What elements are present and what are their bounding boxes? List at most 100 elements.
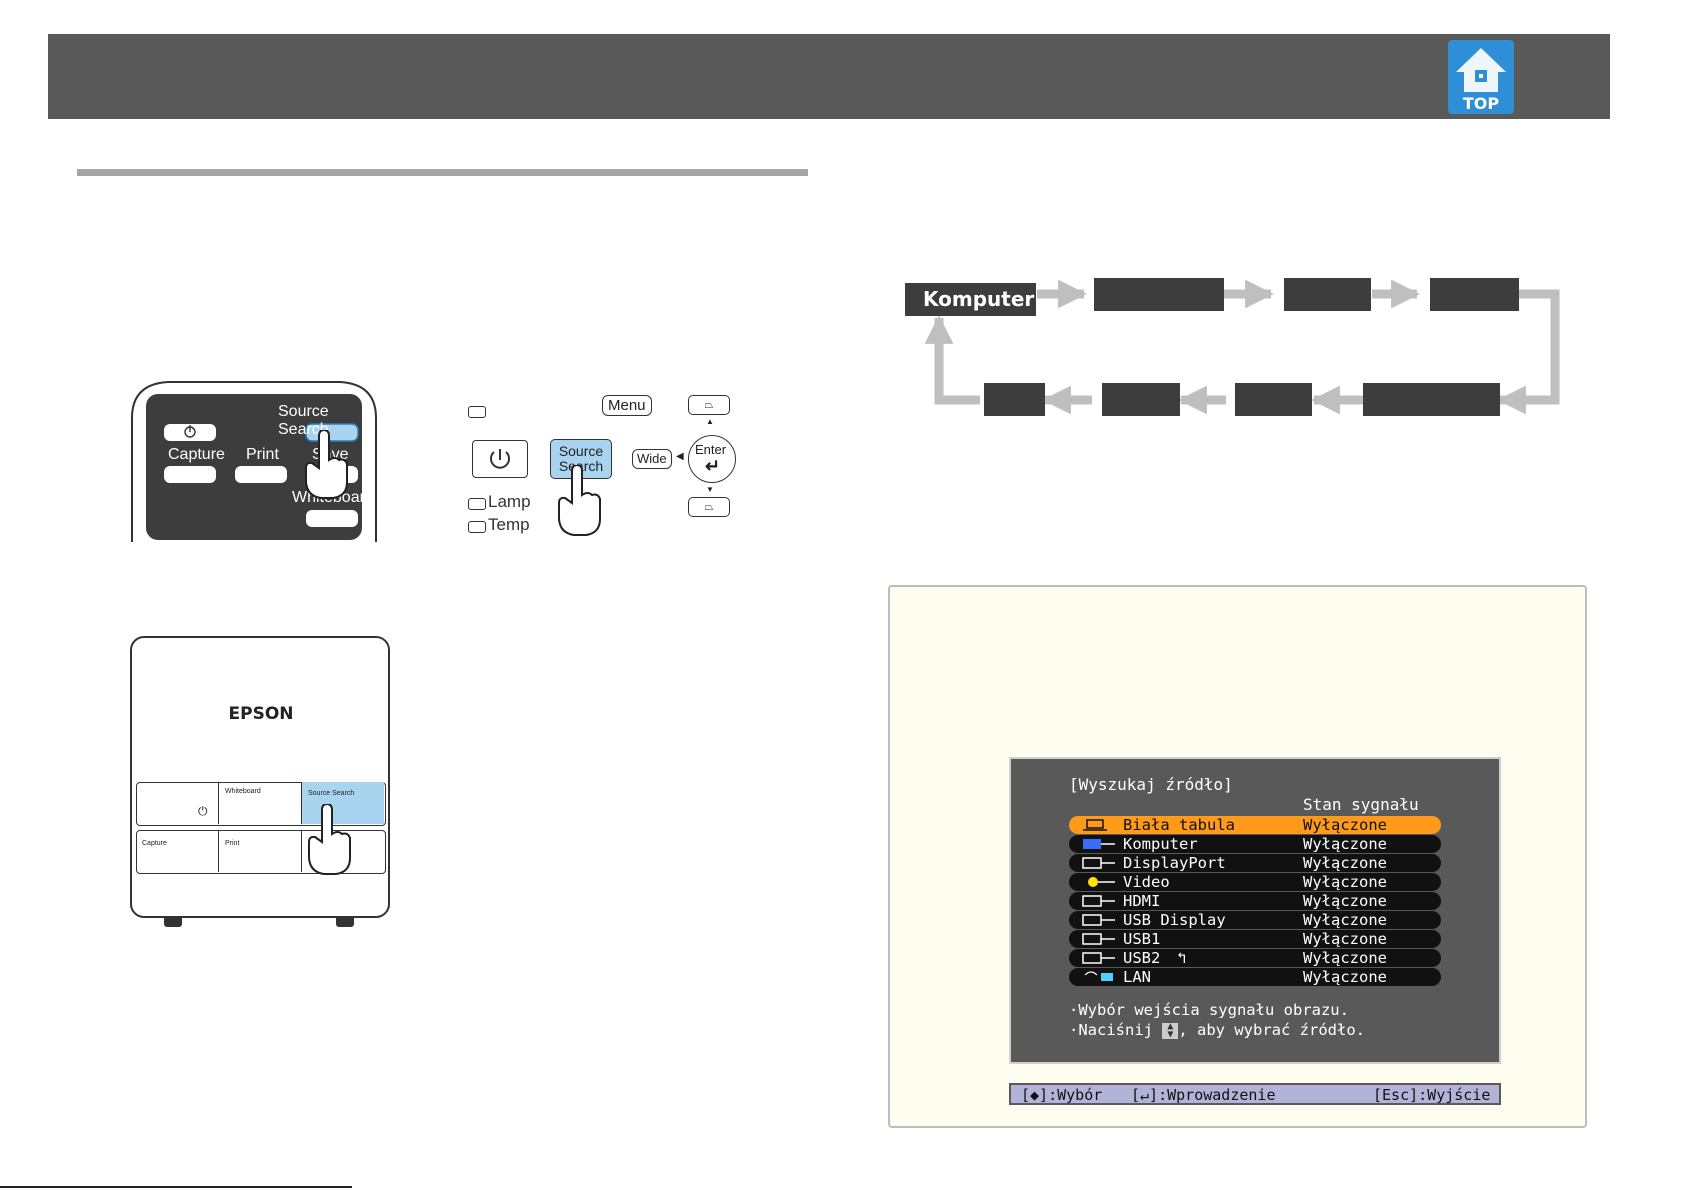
help-line-2: ·Naciśnij ▲▼, aby wybrać źródło.: [1069, 1021, 1365, 1039]
help-line-1: ·Wybór wejścia sygnału obrazu.: [1069, 1001, 1349, 1019]
source-status: Wyłączone: [1303, 949, 1387, 967]
screen-title: [Wyszukaj źródło]: [1069, 775, 1233, 794]
flow-node-3: [1284, 278, 1371, 311]
up-arrow-icon: ▲: [706, 417, 714, 426]
pad-capture-label: Capture: [142, 840, 167, 847]
source-status: Wyłączone: [1303, 873, 1387, 891]
down-arrow-icon: ▼: [706, 485, 714, 494]
remote-print-label: Print: [246, 446, 279, 463]
top-link-button[interactable]: TOP: [1448, 40, 1514, 114]
menu-button[interactable]: Menu: [602, 395, 652, 416]
pad-print-label: Print: [225, 840, 240, 847]
control-panel-figure: Menu Source Search Wide ◀ Enter ↵ ⏢ ▲ ▼ …: [456, 385, 736, 545]
remote-capture-label: Capture: [168, 446, 225, 463]
source-status: Wyłączone: [1303, 968, 1387, 986]
source-row-hdmi[interactable]: HDMI Wyłączone: [1069, 892, 1441, 910]
lamp-indicator: [468, 498, 486, 510]
power-icon: ⏻: [198, 804, 208, 818]
house-icon: [1456, 48, 1506, 92]
enter-button[interactable]: Enter ↵: [688, 435, 736, 483]
enter-label: Enter: [695, 442, 727, 457]
source-name: Video: [1123, 873, 1170, 891]
source-status: Wyłączone: [1303, 835, 1387, 853]
enter-arrow-icon: ↵: [705, 456, 721, 476]
remote-body-graphic: [131, 381, 377, 542]
usb-port-icon: [1082, 952, 1115, 964]
source-name: LAN: [1123, 968, 1151, 986]
flow-node-2: [1094, 278, 1224, 311]
source-name: DisplayPort: [1123, 854, 1226, 872]
pad-power-key[interactable]: ⏻: [136, 782, 219, 824]
pad-source-search-key[interactable]: Source Search: [302, 782, 384, 824]
source-name: HDMI: [1123, 892, 1161, 910]
hdmi-port-icon: [1082, 895, 1115, 907]
status-exit: [Esc]:Wyjście: [1373, 1086, 1491, 1104]
screen-status-bar: [◆]:Wybór [↵]:Wprowadzenie [Esc]:Wyjście: [1009, 1083, 1501, 1105]
page-header-bar: [48, 34, 1610, 119]
lamp-indicator-top: [468, 406, 486, 418]
source-name: Komputer: [1123, 835, 1198, 853]
source-row-lan[interactable]: LAN Wyłączone: [1069, 968, 1441, 986]
flow-node-7: [1102, 383, 1180, 416]
pad-print-key[interactable]: Print: [219, 830, 302, 872]
footer-rule: [0, 1186, 352, 1188]
control-pad-figure: EPSON ⏻ Whiteboard Source Search Capture…: [130, 636, 392, 932]
signal-status-header: Stan sygnału: [1303, 795, 1419, 814]
usb-port-icon: [1082, 933, 1115, 945]
keystone-down-button[interactable]: ⏢: [688, 497, 730, 517]
flow-node-6: [1235, 383, 1312, 416]
pad-whiteboard-key[interactable]: Whiteboard: [219, 782, 302, 824]
source-name: USB Display: [1123, 911, 1226, 929]
source-row-whiteboard[interactable]: Biała tabula Wyłączone: [1069, 816, 1441, 834]
help-line-2-suffix: , aby wybrać źródło.: [1178, 1021, 1365, 1039]
pad-whiteboard-label: Whiteboard: [225, 788, 261, 795]
source-status: Wyłączone: [1303, 892, 1387, 910]
up-down-arrows-icon: ▲▼: [1162, 1021, 1179, 1039]
whiteboard-icon: [1083, 819, 1107, 831]
status-select: [◆]:Wybór: [1021, 1086, 1103, 1104]
status-enter: [↵]:Wprowadzenie: [1131, 1086, 1276, 1104]
power-icon: [490, 449, 510, 469]
source-row-video[interactable]: Video Wyłączone: [1069, 873, 1441, 891]
source-name: Biała tabula: [1123, 816, 1235, 834]
control-pad-body: [130, 636, 390, 918]
source-row-komputer[interactable]: Komputer Wyłączone: [1069, 835, 1441, 853]
displayport-icon: [1082, 857, 1115, 869]
pad-foot-left: [164, 918, 182, 927]
hand-pointer-icon: [305, 430, 348, 499]
help-line-2-prefix: ·Naciśnij: [1069, 1021, 1153, 1039]
pad-row-bottom: [136, 830, 386, 874]
source-row-usb2[interactable]: USB2 ↰ Wyłączone: [1069, 949, 1441, 967]
pad-capture-key[interactable]: Capture: [136, 830, 219, 872]
top-label: TOP: [1462, 94, 1500, 113]
device-connected-icon: ↰: [1177, 949, 1187, 967]
hand-pointer-icon: [558, 465, 601, 536]
source-row-usb1[interactable]: USB1 Wyłączone: [1069, 930, 1441, 948]
lamp-label: Lamp: [488, 492, 531, 511]
source-status: Wyłączone: [1303, 854, 1387, 872]
epson-logo: EPSON: [228, 704, 294, 724]
source-name: USB2: [1123, 949, 1161, 967]
remote-source-search-label: Source Search: [278, 403, 329, 438]
flow-node-komputer: Komputer: [905, 283, 1036, 316]
temp-indicator: [468, 521, 486, 533]
usb-port-icon: [1082, 914, 1115, 926]
left-arrow-icon: ◀: [676, 451, 684, 462]
flow-node-5: [1363, 383, 1500, 416]
source-row-displayport[interactable]: DisplayPort Wyłączone: [1069, 854, 1441, 872]
source-search-line1: Source: [558, 443, 604, 459]
source-status: Wyłączone: [1303, 911, 1387, 929]
section-divider: [77, 169, 808, 176]
computer-port-icon: [1083, 839, 1115, 849]
pad-row-top: [136, 782, 386, 826]
source-row-usb-display[interactable]: USB Display Wyłączone: [1069, 911, 1441, 929]
flow-node-8: [984, 383, 1045, 416]
remote-control-figure: Source Search Capture Print Save Whitebo…: [128, 378, 380, 542]
source-status: Wyłączone: [1303, 930, 1387, 948]
source-name: USB1: [1123, 930, 1161, 948]
keystone-up-button[interactable]: ⏢: [688, 395, 730, 415]
source-search-screen: [Wyszukaj źródło] Stan sygnału Biała tab…: [1009, 757, 1501, 1064]
wide-button[interactable]: Wide: [632, 449, 672, 469]
pad-foot-right: [336, 918, 354, 927]
power-button[interactable]: [472, 440, 528, 478]
